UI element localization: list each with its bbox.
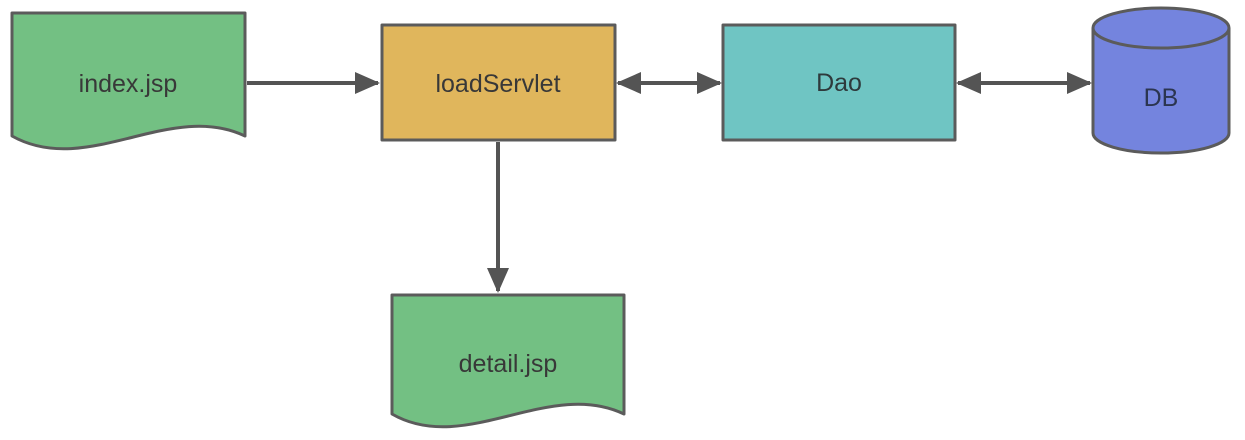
node-dao: Dao <box>721 23 957 142</box>
node-load-servlet: loadServlet <box>380 23 617 142</box>
node-label: index.jsp <box>79 70 178 98</box>
process-shape <box>721 23 957 142</box>
database-cylinder-rim <box>1091 27 1231 50</box>
document-shape <box>10 11 247 151</box>
node-detail-jsp: detail.jsp <box>390 293 626 429</box>
node-index-jsp: index.jsp <box>10 11 247 151</box>
node-label: detail.jsp <box>459 350 558 378</box>
node-label: loadServlet <box>435 70 560 98</box>
node-label: Dao <box>816 69 862 97</box>
node-db: DB <box>1091 6 1231 155</box>
node-label: DB <box>1144 84 1179 112</box>
database-cylinder-shape <box>1091 6 1231 155</box>
process-shape <box>380 23 617 142</box>
document-shape <box>390 293 626 429</box>
